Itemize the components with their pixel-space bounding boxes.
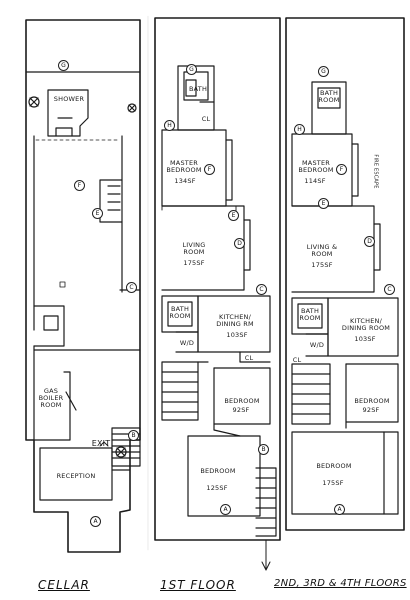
first-floor-plan: [154, 17, 281, 571]
first-living-room-area: 175SF: [183, 259, 205, 267]
marker-a-upper: A: [334, 504, 345, 515]
marker-e-upper: E: [318, 198, 329, 209]
marker-b-cellar: B: [128, 430, 139, 441]
upper-bedroom-mid-area: 92SF: [362, 406, 380, 414]
upper-bedroom-front-label: BEDROOM: [316, 462, 352, 470]
marker-e-first: E: [228, 210, 239, 221]
first-washer-dryer-label: W/D: [179, 339, 195, 347]
marker-c-cellar: C: [126, 282, 137, 293]
upper-floors-plan: [285, 17, 405, 531]
marker-d-upper: D: [364, 236, 375, 247]
upper-bedroom-front-area: 175SF: [322, 479, 344, 487]
first-kitchen-label: KITCHEN/ DINING RM: [216, 313, 254, 328]
first-bedroom-front-area: 125SF: [206, 484, 228, 492]
marker-h-first: H: [164, 120, 175, 131]
cellar-plan: [25, 19, 141, 553]
marker-g-cellar: G: [58, 60, 69, 71]
upper-living-room-area: 175SF: [311, 261, 333, 269]
first-master-bedroom-label: MASTER BEDROOM: [166, 159, 202, 174]
marker-g-first: G: [186, 64, 197, 75]
marker-f-cellar: F: [74, 180, 85, 191]
first-kitchen-area: 103SF: [226, 331, 248, 339]
marker-f-first: F: [204, 164, 215, 175]
marker-h-upper: H: [294, 124, 305, 135]
cellar-reception-label: RECEPTION: [56, 472, 96, 480]
upper-kitchen-label: KITCHEN/ DINING ROOM: [341, 317, 391, 332]
marker-d-first: D: [234, 238, 245, 249]
upper-master-bedroom-area: 114SF: [304, 177, 326, 185]
upper-closet-label: CL: [292, 356, 302, 364]
marker-c-upper: C: [384, 284, 395, 295]
first-floor-caption: 1ST FLOOR: [160, 578, 236, 592]
upper-bath-top-label: BATH ROOM: [318, 89, 340, 104]
upper-living-room-label: LIVING & ROOM: [306, 243, 338, 258]
first-bedroom-mid-area: 92SF: [232, 406, 250, 414]
first-living-room-label: LIVING ROOM: [182, 241, 206, 256]
upper-kitchen-area: 103SF: [354, 335, 376, 343]
first-bedroom-front-label: BEDROOM: [200, 467, 236, 475]
first-master-bedroom-area: 134SF: [174, 177, 196, 185]
marker-f-upper: F: [336, 164, 347, 175]
marker-g-upper: G: [318, 66, 329, 77]
upper-floors-caption: 2ND, 3RD & 4TH FLOORS: [274, 578, 407, 589]
cellar-caption: CELLAR: [38, 578, 90, 592]
upper-washer-dryer-label: W/D: [309, 341, 325, 349]
marker-b-first: B: [258, 444, 269, 455]
first-closet-label: CL: [201, 115, 211, 123]
upper-fire-escape-label: FIRE ESCAPE: [372, 154, 379, 189]
marker-a-first: A: [220, 504, 231, 515]
cellar-boiler-room-label: GAS BOILER ROOM: [38, 387, 64, 409]
upper-master-bedroom-label: MASTER BEDROOM: [298, 159, 334, 174]
first-closet2-label: CL: [244, 354, 254, 362]
upper-bath-room-label: BATH ROOM: [299, 307, 321, 322]
first-bath-room-label: BATH ROOM: [169, 305, 191, 320]
marker-e-cellar: E: [92, 208, 103, 219]
upper-bedroom-mid-label: BEDROOM: [354, 397, 390, 405]
marker-a-cellar: A: [90, 516, 101, 527]
first-bedroom-mid-label: BEDROOM: [224, 397, 260, 405]
first-bath-label: BATH: [188, 85, 208, 93]
marker-c-first: C: [256, 284, 267, 295]
cellar-shower-label: SHOWER: [53, 95, 85, 103]
cellar-exit-label: EXIT: [91, 439, 111, 448]
